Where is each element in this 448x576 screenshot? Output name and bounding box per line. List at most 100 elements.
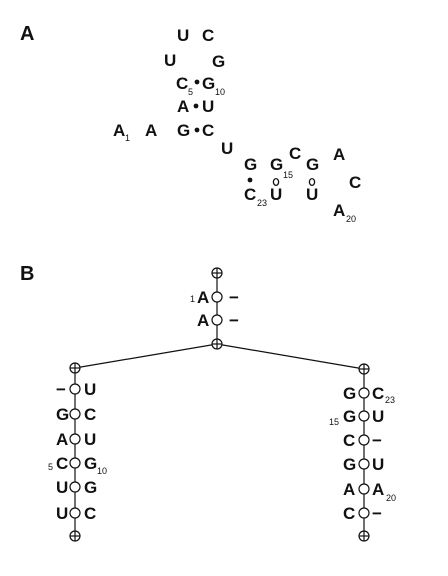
nucleotide-U21: U: [306, 185, 318, 204]
nucleotide-G3: G: [177, 121, 190, 140]
nucleotide-C12: C: [202, 121, 214, 140]
position-number-5: 5: [188, 87, 193, 97]
terminal-node: [69, 530, 81, 542]
nucleotide-C8: C: [202, 26, 214, 45]
panel-a-label: A: [20, 23, 34, 45]
pair-left-base: G: [56, 405, 69, 424]
pair-node: [358, 387, 370, 399]
pair-left-base: G: [343, 407, 356, 426]
left-branch-pair: − U: [56, 380, 96, 399]
nucleotide-U22: U: [270, 185, 282, 204]
pair-left-base: A: [343, 480, 355, 499]
position-number-20: 20: [386, 493, 396, 503]
pair-right-base: −: [229, 288, 239, 307]
pair-node: [211, 314, 223, 326]
position-number-23: 23: [257, 198, 267, 208]
terminal-node: [69, 362, 81, 374]
pair-right-base: U: [84, 380, 96, 399]
pair-right-base: G: [84, 454, 97, 473]
panel-b: B: [20, 263, 396, 542]
position-number-10: 10: [215, 87, 225, 97]
pair-left-base: C: [343, 504, 355, 523]
wc-pair-dot: [193, 103, 199, 109]
pair-node: [358, 434, 370, 446]
pair-left-base: G: [343, 455, 356, 474]
position-number-5: 5: [48, 462, 53, 472]
position-number-15: 15: [329, 417, 339, 427]
pair-right-base: U: [84, 430, 96, 449]
position-number-23: 23: [385, 395, 395, 405]
nucleotide-A4: A: [177, 97, 189, 116]
nucleotide-U13: U: [221, 139, 233, 158]
pair-right-base: C: [372, 384, 384, 403]
nucleotide-A20: A: [333, 201, 345, 220]
left-branch-pair: U G: [56, 478, 97, 497]
gu-pair-symbol: [308, 177, 316, 187]
pair-node: [358, 507, 370, 519]
pair-right-base: −: [372, 431, 382, 450]
pair-left-base: U: [56, 504, 68, 523]
pair-node: [358, 483, 370, 495]
nucleotide-U7: U: [177, 26, 189, 45]
tree-edge-left: [74, 343, 218, 369]
nucleotide-C5: C: [176, 74, 188, 93]
pair-right-base: C: [84, 405, 96, 424]
wc-pair-dot: [247, 177, 253, 183]
terminal-node: [358, 363, 370, 375]
pair-left-base: A: [197, 288, 209, 307]
panel-a: A U C U G C 5 G 10 A U A 1 A G C U G G 1…: [20, 23, 361, 224]
left-branch-pair: 5 C G 10: [48, 454, 107, 476]
position-number-1: 1: [190, 294, 195, 304]
pair-right-base: A: [372, 480, 384, 499]
left-branch-pair: A U: [56, 430, 96, 449]
pair-right-base: G: [84, 478, 97, 497]
nucleotide-C19: C: [349, 173, 361, 192]
right-branch-pair: 15 G U: [329, 407, 384, 427]
root-pair: 1 A −: [190, 288, 239, 307]
nucleotide-A2: A: [145, 121, 157, 140]
pair-right-base: U: [372, 407, 384, 426]
pair-right-base: C: [84, 504, 96, 523]
pair-node: [69, 408, 81, 420]
position-number-1: 1: [125, 133, 130, 143]
pair-node: [69, 383, 81, 395]
right-branch-pair: A A 20: [343, 480, 396, 503]
right-branch-pair: C −: [343, 504, 382, 523]
nucleotide-G9: G: [212, 52, 225, 71]
pair-right-base: −: [372, 504, 382, 523]
pair-left-base: A: [56, 430, 68, 449]
pair-right-base: −: [229, 311, 239, 330]
nucleotide-U6: U: [164, 51, 176, 70]
terminal-node: [358, 530, 370, 542]
position-number-20: 20: [346, 214, 356, 224]
tree-edge-right: [216, 343, 365, 370]
right-branch-pair: C −: [343, 431, 382, 450]
pair-left-base: C: [343, 431, 355, 450]
left-branch-pair: G C: [56, 405, 96, 424]
nucleotide-C16: C: [289, 144, 301, 163]
wc-pair-dot: [194, 127, 200, 133]
pair-node: [69, 457, 81, 469]
nucleotide-A1: A: [113, 121, 125, 140]
pair-node: [211, 291, 223, 303]
right-branch-pair: G U: [343, 455, 384, 474]
pair-right-base: U: [372, 455, 384, 474]
pair-left-base: U: [56, 478, 68, 497]
pair-left-base: C: [56, 454, 68, 473]
nucleotide-U11: U: [202, 97, 214, 116]
panel-b-label: B: [20, 263, 34, 285]
pair-node: [69, 433, 81, 445]
gu-pair-symbol: [272, 177, 280, 187]
nucleotide-G15: G: [270, 155, 283, 174]
pair-left-base: A: [197, 311, 209, 330]
pair-node: [358, 458, 370, 470]
pair-node: [358, 410, 370, 422]
pair-node: [69, 507, 81, 519]
wc-pair-dot: [194, 79, 200, 85]
nucleotide-A18: A: [333, 145, 345, 164]
left-branch-pair: U C: [56, 504, 96, 523]
root-pair: A −: [197, 311, 239, 330]
right-branch-pair: G C 23: [343, 384, 395, 405]
pair-left-base: −: [56, 380, 66, 399]
